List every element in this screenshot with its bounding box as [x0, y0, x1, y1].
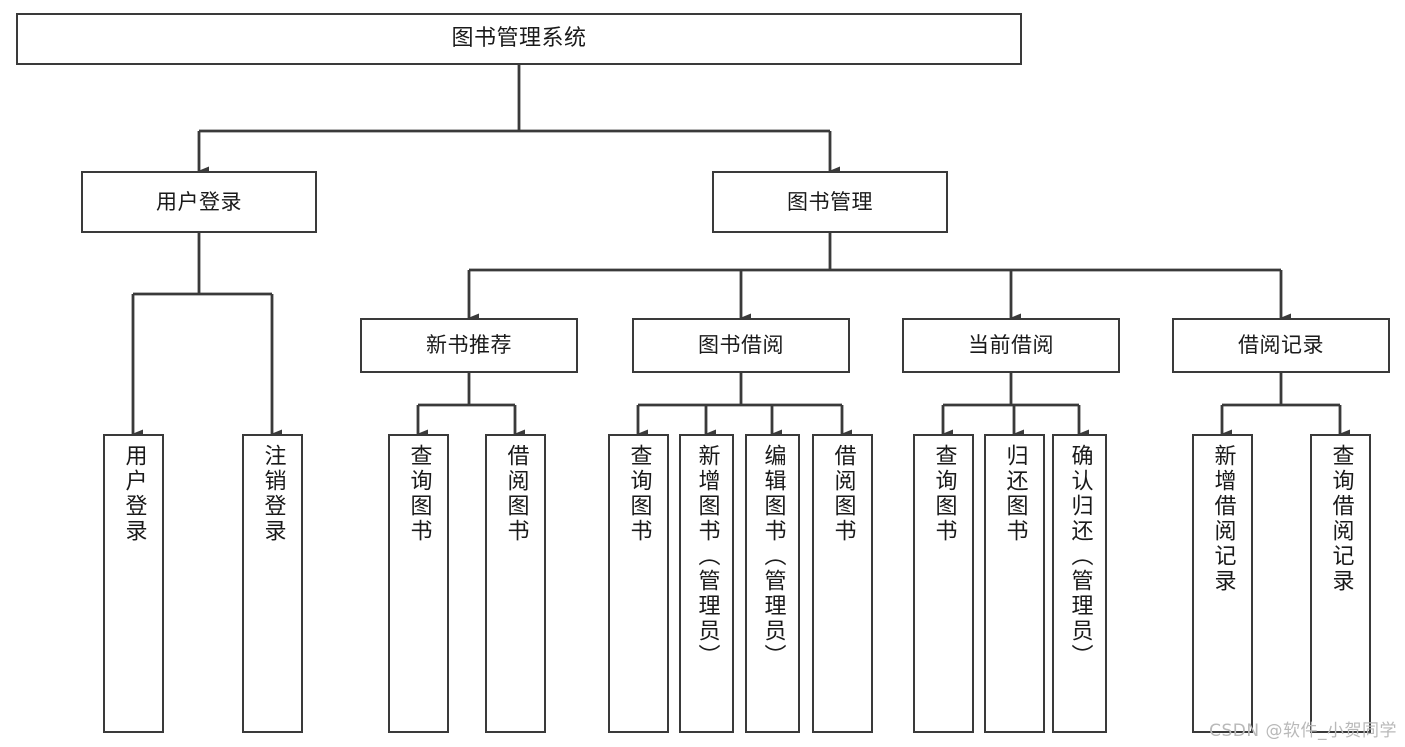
node-label: 查询图书: [406, 444, 432, 544]
node-leaf-query-book-2[interactable]: 查询图书: [608, 434, 669, 733]
node-book-manage[interactable]: 图书管理: [712, 171, 948, 233]
node-current-borrow[interactable]: 当前借阅: [902, 318, 1120, 373]
node-label: 借阅图书: [503, 444, 529, 544]
node-label: 确认归还（管理员）: [1067, 444, 1093, 669]
node-leaf-add-book-admin[interactable]: 新增图书（管理员）: [679, 434, 734, 733]
node-book-borrow[interactable]: 图书借阅: [632, 318, 850, 373]
node-label: 图书管理系统: [451, 26, 587, 52]
csdn-watermark: CSDN @软件_小贺同学: [1209, 721, 1397, 741]
node-leaf-query-borrow-record[interactable]: 查询借阅记录: [1310, 434, 1371, 733]
node-leaf-user-login[interactable]: 用户登录: [103, 434, 164, 733]
node-new-book-recommend[interactable]: 新书推荐: [360, 318, 578, 373]
node-user-login[interactable]: 用户登录: [81, 171, 317, 233]
node-label: 用户登录: [156, 189, 242, 214]
node-leaf-edit-book-admin[interactable]: 编辑图书（管理员）: [745, 434, 800, 733]
node-label: 归还图书: [1002, 444, 1028, 544]
node-label: 新书推荐: [426, 333, 512, 358]
node-label: 新增借阅记录: [1210, 444, 1236, 594]
node-label: 注销登录: [260, 444, 286, 544]
node-leaf-borrow-book-2[interactable]: 借阅图书: [812, 434, 873, 733]
node-root-book-management-system[interactable]: 图书管理系统: [16, 13, 1022, 65]
node-label: 图书管理: [787, 189, 873, 214]
node-label: 查询借阅记录: [1328, 444, 1354, 594]
node-borrow-record[interactable]: 借阅记录: [1172, 318, 1390, 373]
node-label: 查询图书: [626, 444, 652, 544]
node-leaf-return-book[interactable]: 归还图书: [984, 434, 1045, 733]
node-leaf-query-book-3[interactable]: 查询图书: [913, 434, 974, 733]
node-leaf-borrow-book-1[interactable]: 借阅图书: [485, 434, 546, 733]
node-label: 图书借阅: [698, 333, 784, 358]
node-label: 编辑图书（管理员）: [760, 444, 786, 669]
node-leaf-logout[interactable]: 注销登录: [242, 434, 303, 733]
node-leaf-confirm-return-admin[interactable]: 确认归还（管理员）: [1052, 434, 1107, 733]
node-label: 查询图书: [931, 444, 957, 544]
node-label: 新增图书（管理员）: [694, 444, 720, 669]
node-leaf-query-book-1[interactable]: 查询图书: [388, 434, 449, 733]
node-label: 借阅记录: [1238, 333, 1324, 358]
node-leaf-add-borrow-record[interactable]: 新增借阅记录: [1192, 434, 1253, 733]
node-label: 当前借阅: [968, 333, 1054, 358]
node-label: 借阅图书: [830, 444, 856, 544]
node-label: 用户登录: [121, 444, 147, 544]
